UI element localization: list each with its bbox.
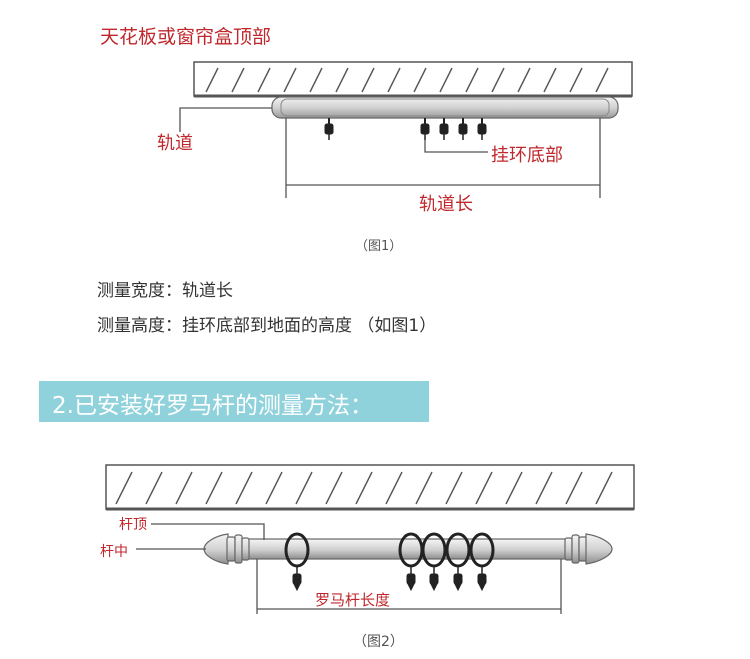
ceiling-2: [105, 464, 635, 511]
hook-2: [420, 118, 430, 140]
rod-length-dimension: [256, 559, 562, 614]
rod-middle-label: 杆中: [100, 544, 128, 560]
right-finial: [564, 533, 613, 565]
figure-2: [105, 464, 635, 614]
hook-3: [439, 118, 449, 140]
roman-rod: [203, 533, 613, 565]
track-label: 轨道: [157, 133, 193, 154]
track-length-dimension: [285, 118, 601, 198]
rod-top-label: 杆顶: [119, 517, 147, 533]
figure-1-caption: （图1）: [355, 239, 403, 254]
clip-2: [406, 566, 416, 592]
clip-4: [453, 566, 463, 592]
ring-bottom-label: 挂环底部: [491, 145, 563, 166]
ring-clips: [292, 566, 487, 592]
clip-3: [429, 566, 439, 592]
section-title: 2.已安装好罗马杆的测量方法：: [52, 393, 373, 419]
ceiling-label: 天花板或窗帘盒顶部: [100, 26, 272, 48]
hook-5: [477, 118, 487, 140]
clip-1: [292, 566, 302, 592]
rod-length-label: 罗马杆长度: [315, 591, 391, 609]
track-length-label: 轨道长: [419, 194, 473, 215]
measure-height-text: 测量高度：挂环底部到地面的高度 （如图1）: [97, 316, 437, 336]
left-finial: [203, 533, 250, 565]
leader-lines-2: [136, 523, 265, 550]
curtain-track: [271, 96, 619, 119]
track-leader: [179, 107, 272, 132]
leader-lines-1: [179, 107, 488, 153]
figure-1: [179, 61, 633, 198]
measure-width-text: 测量宽度：轨道长: [97, 281, 233, 301]
hook-1: [324, 118, 334, 140]
rod-top-leader: [151, 523, 265, 540]
section-banner: [39, 381, 429, 422]
clip-5: [477, 566, 487, 592]
ring-bottom-leader: [424, 140, 488, 153]
ceiling-1: [193, 61, 633, 98]
track-hooks: [324, 118, 487, 140]
hook-4: [458, 118, 468, 140]
figure-2-caption: （图2）: [353, 634, 404, 650]
